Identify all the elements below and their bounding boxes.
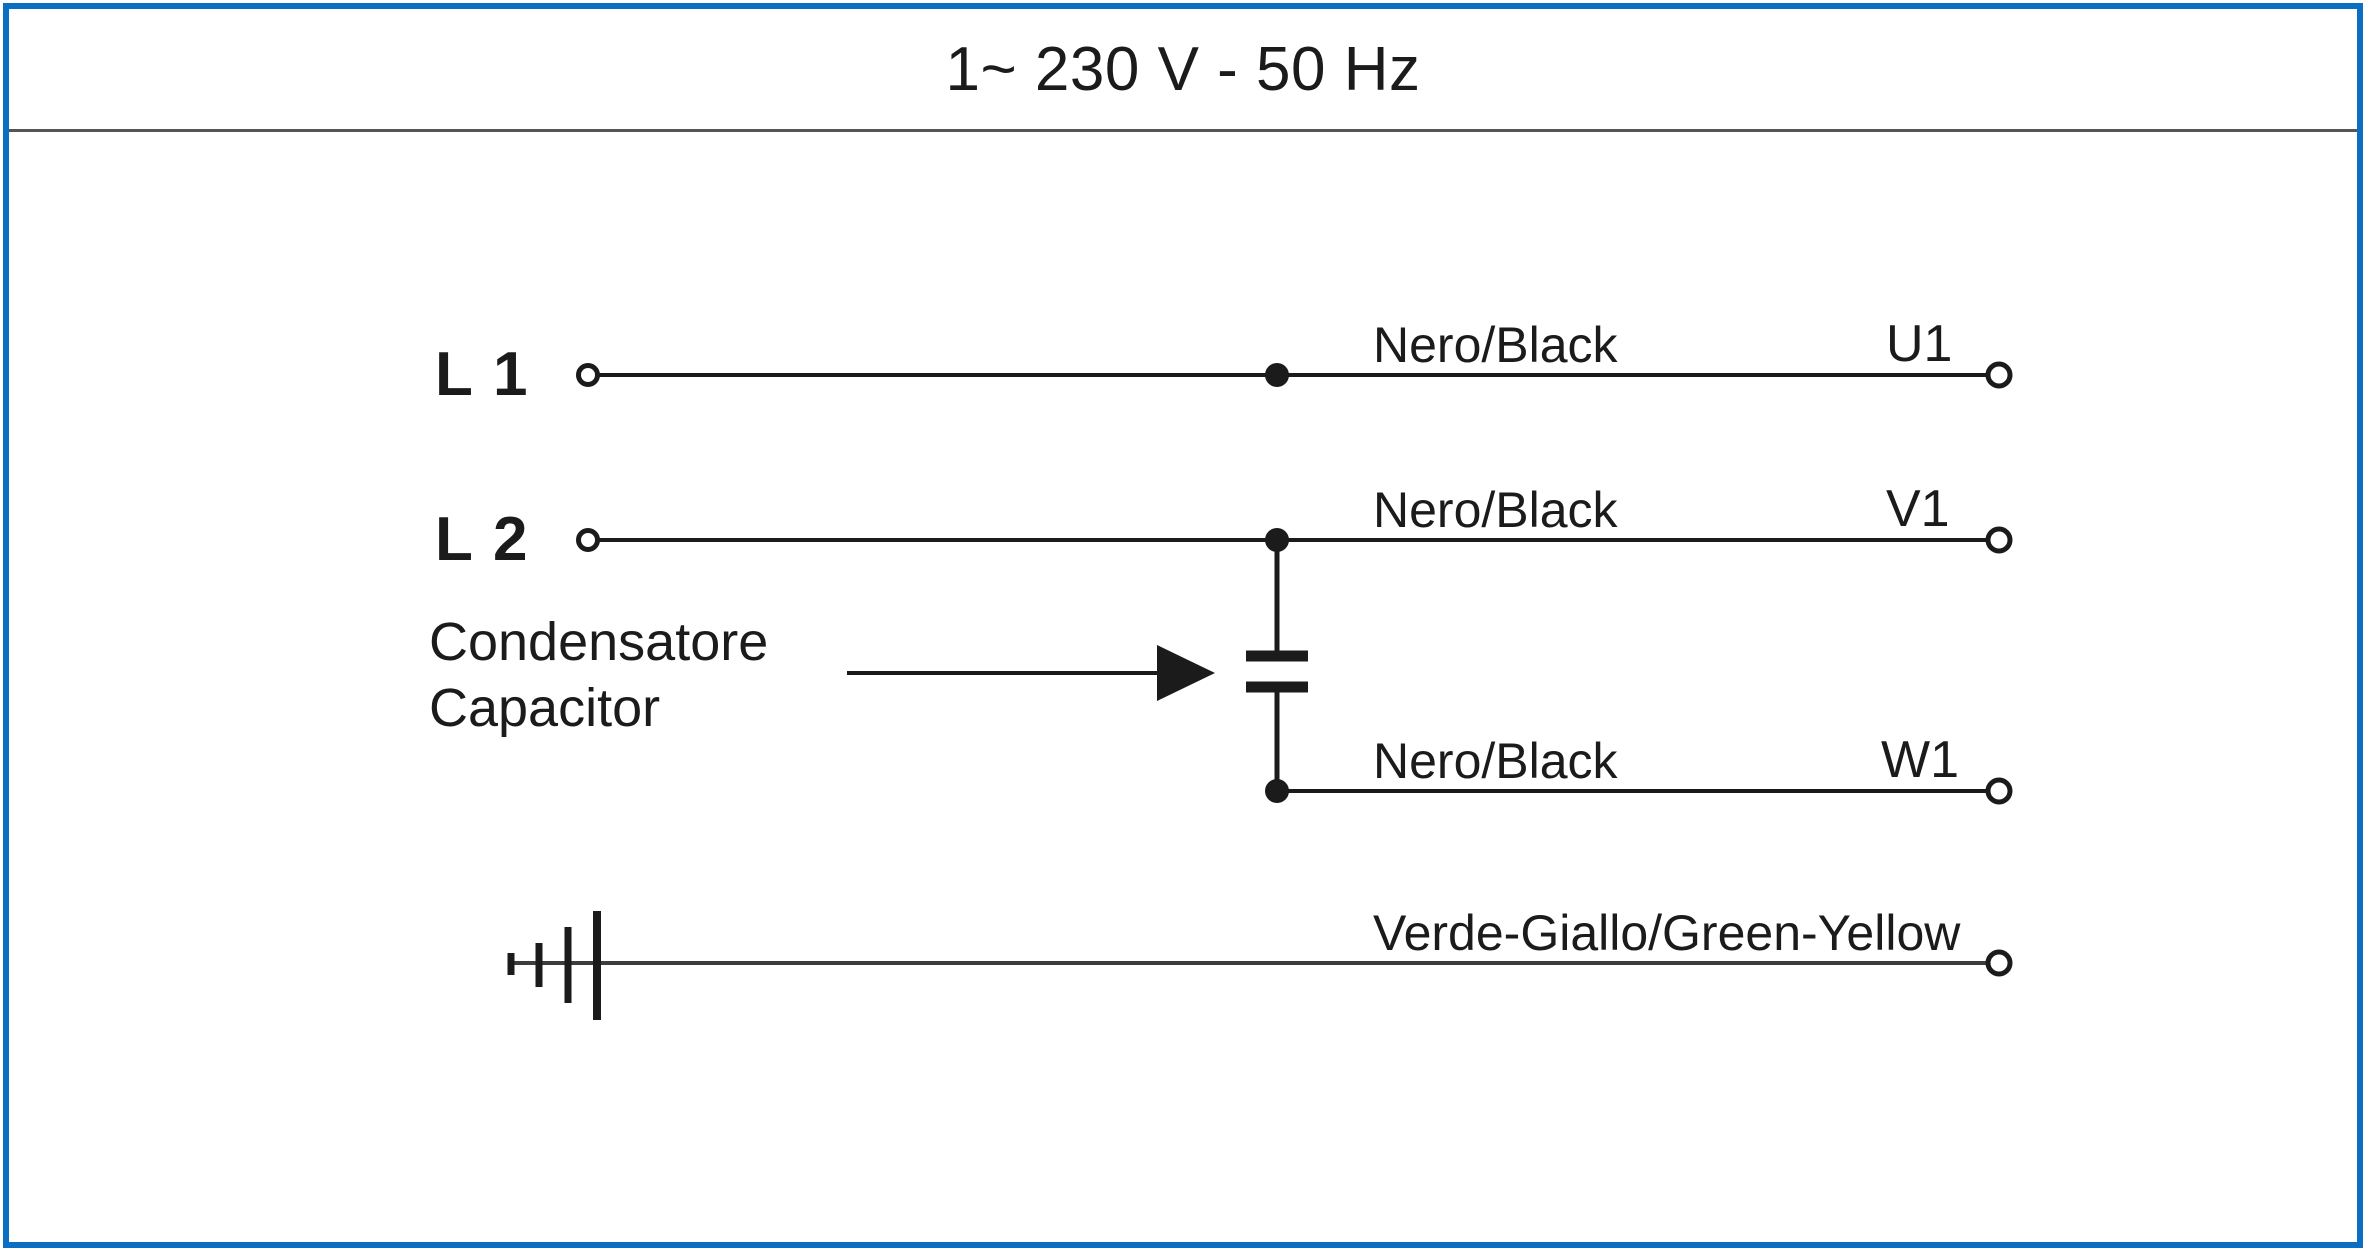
- capacitor-icon: [1246, 540, 1308, 791]
- capacitor-caption: Condensatore Capacitor: [429, 610, 768, 742]
- u1-wire-group: [576, 361, 2013, 389]
- wire-color-label-earth: Verde-Giallo/Green-Yellow: [1373, 905, 1961, 961]
- title-divider: [9, 129, 2357, 132]
- terminal-open-circle-v1[interactable]: [1985, 526, 2013, 554]
- phase-label-l2: L 2: [435, 505, 530, 574]
- terminal-open-circle-earth[interactable]: [1985, 949, 2013, 977]
- phase-label-l1: L 1: [435, 340, 530, 409]
- terminal-open-circle-w1[interactable]: [1985, 777, 2013, 805]
- junction-dot-w1: [1265, 779, 1289, 803]
- schematic-drawing: [507, 361, 2013, 1020]
- v1-wire-group: [576, 526, 2013, 554]
- terminal-open-circle-u1[interactable]: [1985, 361, 2013, 389]
- capacitor-caption-it: Condensatore: [429, 612, 769, 672]
- terminal-label-w1: W1: [1881, 731, 1959, 789]
- junction-dot-u1: [1265, 363, 1289, 387]
- schematic-canvas: L 1 L 2 Nero/Black U1 Nero/Black V1 Nero…: [9, 132, 2357, 1242]
- diagram-frame: [3, 3, 2363, 1248]
- wire-color-label-w1: Nero/Black: [1373, 733, 1618, 789]
- arrow-head: [1157, 645, 1215, 701]
- w1-wire-group: [1265, 777, 2013, 805]
- earth-wire-group: [509, 949, 2013, 977]
- terminal-open-circle-l1[interactable]: [576, 363, 600, 387]
- wire-color-label-u1: Nero/Black: [1373, 317, 1618, 373]
- terminal-label-u1: U1: [1886, 315, 1953, 373]
- terminal-open-circle-l2[interactable]: [576, 528, 600, 552]
- terminal-label-v1: V1: [1886, 480, 1950, 538]
- title-band: 1~ 230 V - 50 Hz: [9, 9, 2357, 130]
- arrow-right-icon: [847, 645, 1215, 701]
- page-title: 1~ 230 V - 50 Hz: [945, 35, 1421, 104]
- capacitor-caption-en: Capacitor: [429, 677, 661, 738]
- earth-ground-icon: [507, 911, 601, 1020]
- wire-color-label-v1: Nero/Black: [1373, 482, 1618, 538]
